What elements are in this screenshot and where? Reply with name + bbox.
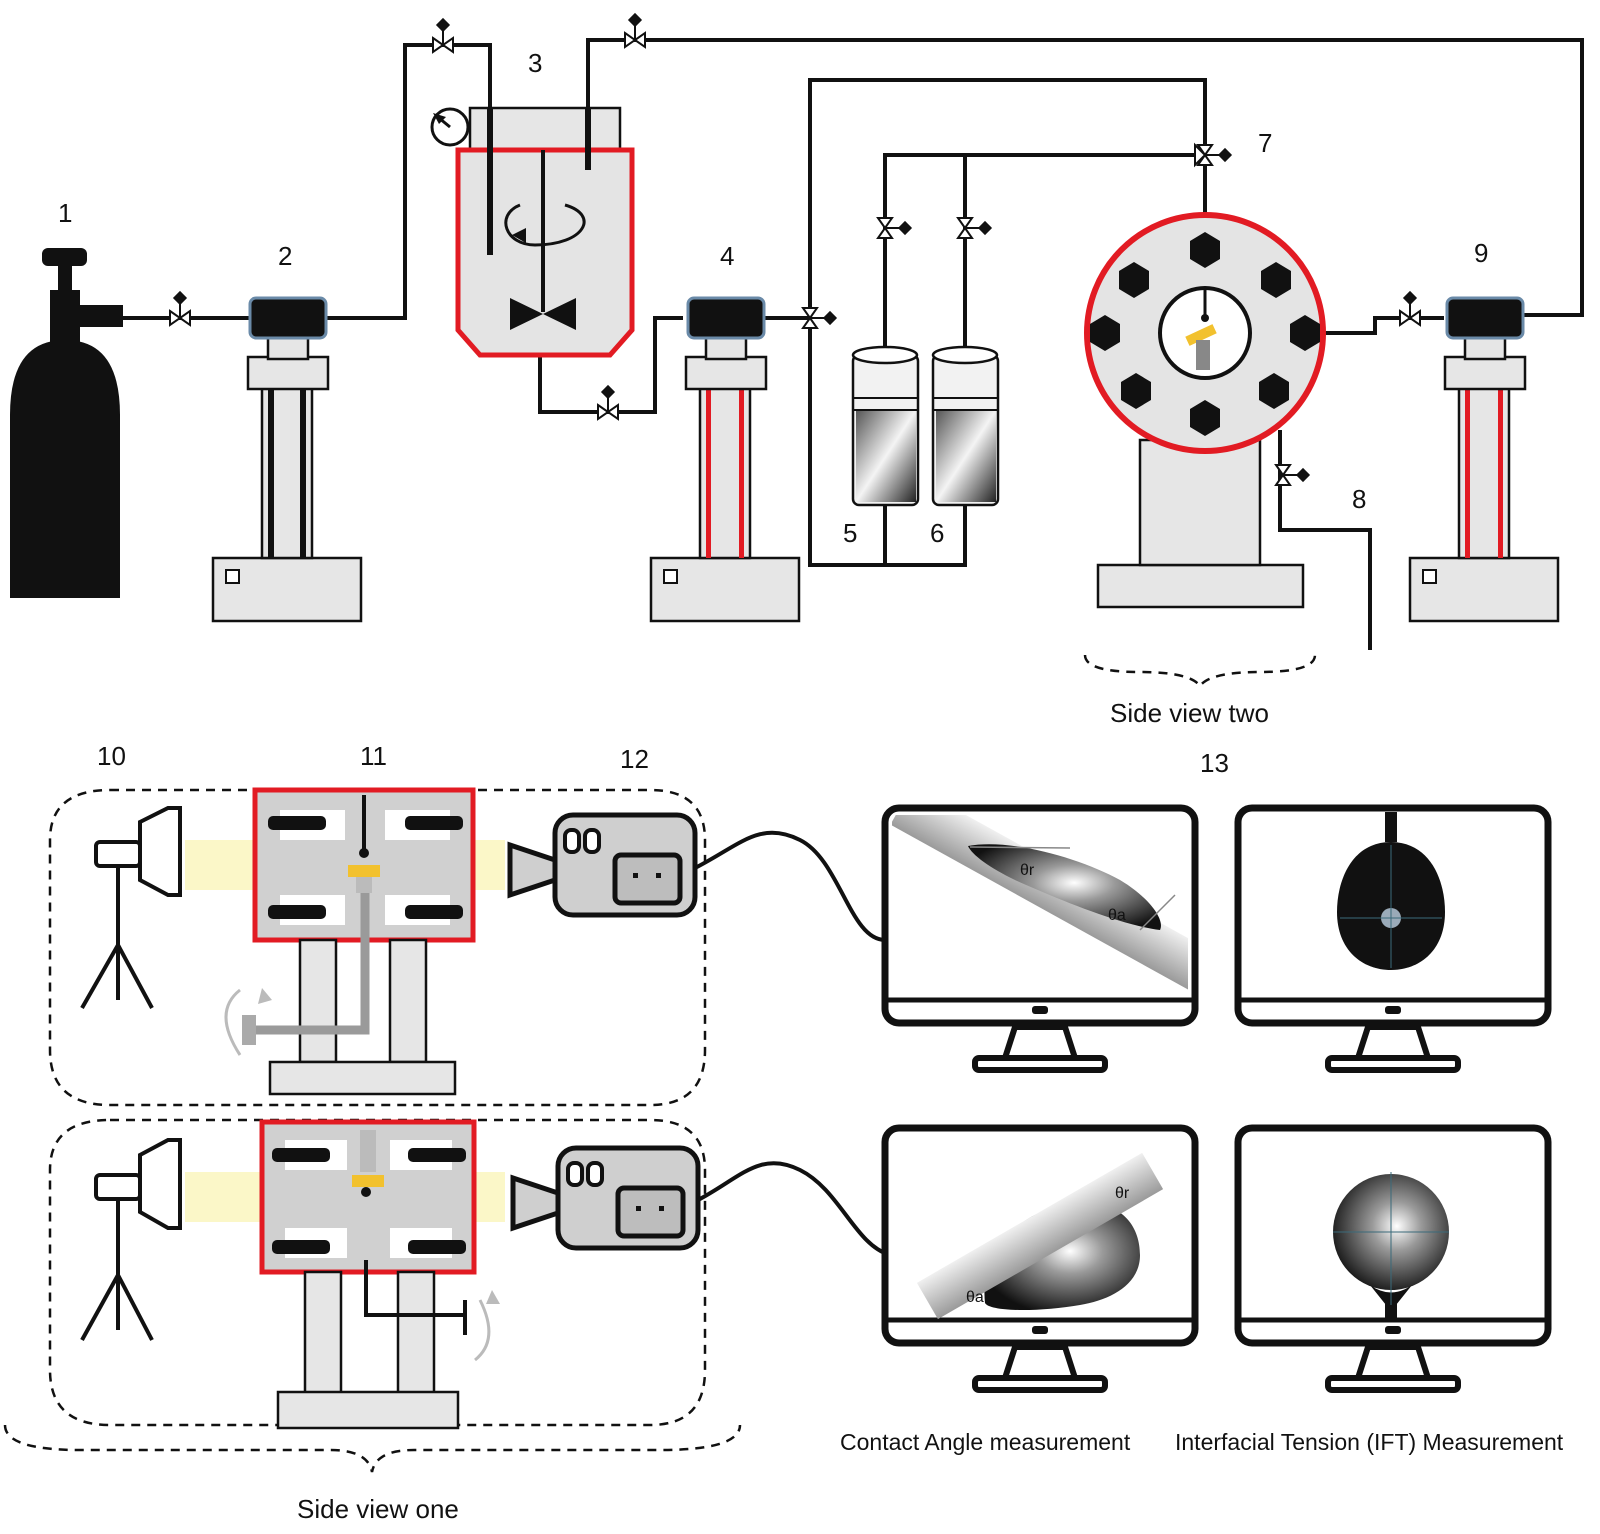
camera-lower [510, 1145, 701, 1251]
caption-side-view-two: Side view two [1110, 698, 1269, 728]
label-4: 4 [720, 241, 734, 271]
vessel-5 [851, 345, 920, 507]
label-8: 8 [1352, 484, 1366, 514]
valve-7[interactable] [1194, 142, 1234, 168]
label-1: 1 [58, 198, 72, 228]
light-source-upper [80, 806, 182, 1009]
label-3: 3 [528, 48, 542, 78]
pump-4 [649, 296, 801, 623]
vessel-6 [931, 345, 1000, 507]
side-view-panel-upper [48, 787, 707, 1107]
monitor-ift-upper [1234, 804, 1552, 1073]
pressure-gauge [430, 107, 470, 147]
brace-side-view-two [1083, 654, 1317, 689]
theta-r-upper: θr [1020, 862, 1035, 879]
label-9: 9 [1474, 238, 1488, 268]
theta-r-lower: θr [1115, 1185, 1130, 1202]
caption-contact-angle: Contact Angle measurement [840, 1429, 1131, 1455]
label-7: 7 [1258, 128, 1272, 158]
camera-upper [507, 812, 698, 918]
monitor-contact-angle-upper: θr θa [881, 804, 1199, 1073]
label-11: 11 [360, 741, 387, 771]
side-view-panel-lower [48, 1118, 707, 1430]
stirred-reactor [455, 106, 635, 358]
monitor-contact-angle-lower: θr θa [881, 1124, 1199, 1393]
monitor-ift-lower [1234, 1124, 1552, 1393]
caption-side-view-one: Side view one [297, 1494, 459, 1524]
theta-a-lower: θa [966, 1289, 984, 1306]
brace-side-view-one [3, 1424, 742, 1473]
label-13: 13 [1200, 748, 1229, 778]
measurement-cell-side-view-two [1084, 212, 1326, 609]
theta-a-upper: θa [1108, 907, 1126, 924]
label-6: 6 [930, 518, 944, 548]
label-12: 12 [620, 744, 649, 774]
cable-lower [697, 1161, 891, 1257]
label-10: 10 [97, 741, 126, 771]
label-2: 2 [278, 241, 292, 271]
pump-9 [1408, 296, 1560, 623]
cable-upper [694, 830, 886, 942]
gas-cylinder [10, 248, 123, 598]
caption-ift: Interfacial Tension (IFT) Measurement [1175, 1429, 1564, 1455]
light-source-lower [80, 1138, 182, 1341]
pump-2 [211, 296, 363, 623]
label-5: 5 [843, 518, 857, 548]
